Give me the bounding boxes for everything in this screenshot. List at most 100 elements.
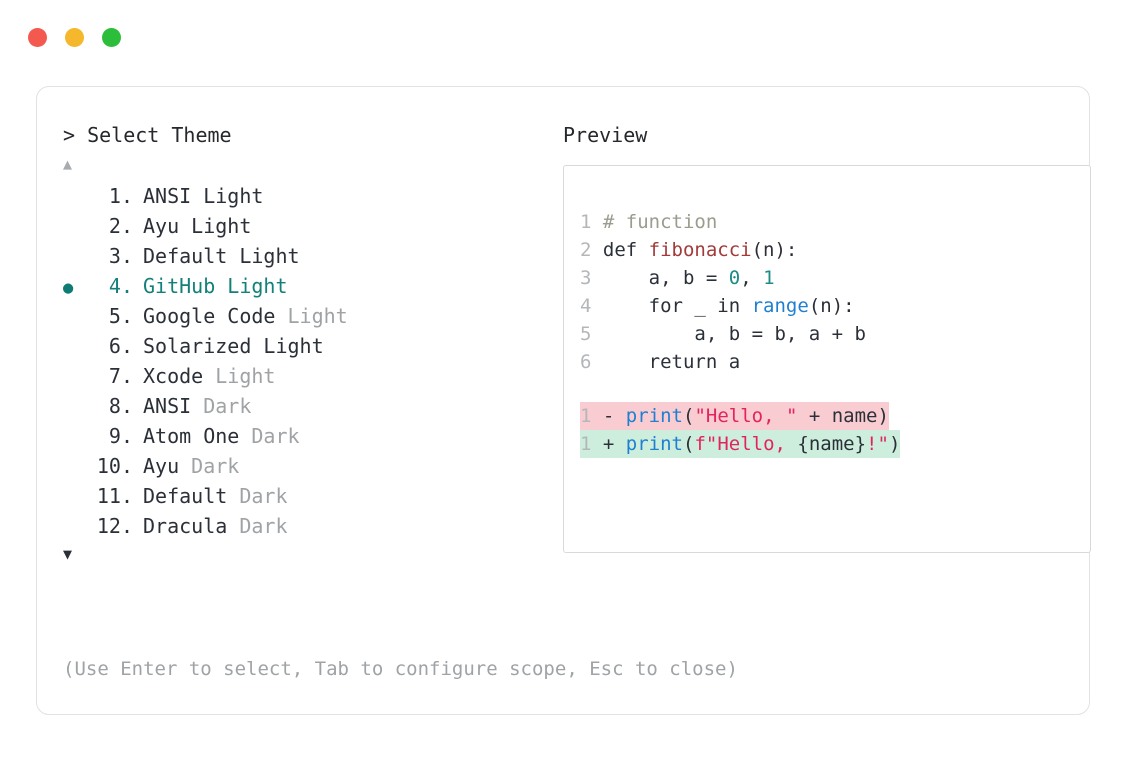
- picker-title-row: > Select Theme: [63, 121, 533, 149]
- theme-list-item[interactable]: 9.Atom One Dark: [63, 421, 533, 451]
- keyboard-hint: (Use Enter to select, Tab to configure s…: [63, 658, 738, 680]
- scroll-down-arrow-icon[interactable]: ▼: [63, 545, 73, 563]
- theme-list-item[interactable]: 7. Xcode Light: [63, 361, 533, 391]
- code-token: !: [866, 433, 878, 455]
- theme-item-name: GitHub: [143, 274, 228, 298]
- theme-item-label: Solarized Light: [133, 331, 324, 361]
- diff-minus-sign: -: [602, 405, 626, 427]
- window-titlebar: [28, 28, 121, 47]
- code-blank-line: [580, 376, 900, 402]
- theme-item-name: Xcode: [143, 364, 216, 388]
- diff-line-wrapper: 1 - print("Hello, " + name): [580, 402, 900, 430]
- theme-item-variant: Dark: [191, 454, 240, 478]
- line-number: 1: [580, 211, 603, 233]
- code-token: a, b =: [602, 267, 729, 289]
- theme-list-item[interactable]: 10.Ayu Dark: [63, 451, 533, 481]
- theme-item-variant: Light: [263, 334, 324, 358]
- theme-item-name: Google Code: [143, 304, 288, 328]
- theme-list-item[interactable]: 5.Google Code Light: [63, 301, 533, 331]
- theme-item-number: 3.: [108, 244, 133, 268]
- code-line: 3 a, b = 0, 1: [580, 264, 900, 292]
- theme-item-number: 9.: [108, 424, 133, 448]
- theme-item-label: Atom One Dark: [133, 421, 300, 451]
- scroll-up-arrow-icon[interactable]: ▲: [63, 155, 73, 173]
- theme-item-name: Default: [143, 244, 240, 268]
- theme-item-name: ANSI: [143, 394, 204, 418]
- theme-item-label: Dracula Dark: [133, 511, 288, 541]
- line-number: 1: [580, 433, 603, 455]
- code-token: (n):: [808, 295, 855, 317]
- window-maximize-button[interactable]: [102, 28, 121, 47]
- theme-list-item[interactable]: 2.Ayu Light: [63, 211, 533, 241]
- code-token: return a: [602, 351, 741, 373]
- title-spacer: [75, 123, 87, 147]
- theme-item-number: 10.: [96, 454, 133, 478]
- code-token: 1: [763, 267, 775, 289]
- theme-item-variant: Light: [191, 214, 252, 238]
- code-token: ,: [740, 267, 764, 289]
- window-close-button[interactable]: [28, 28, 47, 47]
- code-token: + name): [797, 405, 889, 427]
- preview-title: Preview: [563, 123, 648, 147]
- diff-plus-sign: +: [602, 433, 626, 455]
- theme-item-number: 6.: [108, 334, 133, 358]
- code-line: 2 def fibonacci(n):: [580, 236, 900, 264]
- theme-item-variant: Dark: [239, 484, 288, 508]
- theme-item-number: 4.: [108, 274, 133, 298]
- theme-list-item[interactable]: 1.ANSI Light: [63, 181, 533, 211]
- theme-item-label: ANSI Light: [133, 181, 263, 211]
- code-line: 5 a, b = b, a + b: [580, 320, 900, 348]
- diff-removed-line: 1 - print("Hello, " + name): [580, 402, 889, 430]
- code-line: 4 for _ in range(n):: [580, 292, 900, 320]
- theme-item-variant: Light: [203, 184, 264, 208]
- theme-item-name: Ayu: [143, 454, 192, 478]
- theme-item-number: 2.: [108, 214, 133, 238]
- theme-item-name: Ayu: [143, 214, 192, 238]
- theme-item-number: 7.: [108, 364, 133, 388]
- code-token: 0: [728, 267, 741, 289]
- theme-list-item[interactable]: 3.Default Light: [63, 241, 533, 271]
- prompt-symbol: >: [63, 123, 76, 147]
- theme-item-label: ANSI Dark: [133, 391, 251, 421]
- diff-added-line: 1 + print(f"Hello, {name}!"): [580, 430, 901, 458]
- theme-item-name: Atom One: [143, 424, 252, 448]
- code-token: fibonacci: [648, 239, 752, 261]
- theme-item-number: 8.: [108, 394, 133, 418]
- code-token: "Hello, ": [694, 405, 798, 427]
- theme-item-label: Ayu Dark: [133, 451, 239, 481]
- theme-item-label: Ayu Light: [133, 211, 251, 241]
- line-number: 4: [580, 295, 603, 317]
- code-token: print: [625, 433, 683, 455]
- code-token: range: [751, 295, 809, 317]
- theme-list-item[interactable]: 12.Dracula Dark: [63, 511, 533, 541]
- theme-item-name: ANSI: [143, 184, 204, 208]
- theme-item-variant: Light: [215, 364, 276, 388]
- selected-bullet-icon: ●: [63, 278, 74, 298]
- code-token: (n):: [751, 239, 798, 261]
- theme-item-variant: Light: [287, 304, 348, 328]
- theme-item-variant: Dark: [239, 514, 288, 538]
- theme-list-item[interactable]: 6.Solarized Light: [63, 331, 533, 361]
- page-title: Select Theme: [87, 123, 232, 147]
- theme-item-variant: Light: [227, 274, 288, 298]
- theme-item-variant: Dark: [251, 424, 300, 448]
- window-minimize-button[interactable]: [65, 28, 84, 47]
- line-number: 6: [580, 351, 603, 373]
- theme-item-number: 11.: [96, 484, 133, 508]
- line-number: 3: [580, 267, 603, 289]
- code-token: f"Hello,: [694, 433, 798, 455]
- diff-line-wrapper: 1 + print(f"Hello, {name}!"): [580, 430, 901, 458]
- theme-list-item[interactable]: 11.Default Dark: [63, 481, 533, 511]
- code-line: 1 # function: [580, 208, 900, 236]
- theme-list-item[interactable]: 8.ANSI Dark: [63, 391, 533, 421]
- code-token: (: [682, 405, 695, 427]
- theme-list-item[interactable]: ● 4. GitHub Light: [63, 271, 533, 301]
- line-number: 2: [580, 239, 603, 261]
